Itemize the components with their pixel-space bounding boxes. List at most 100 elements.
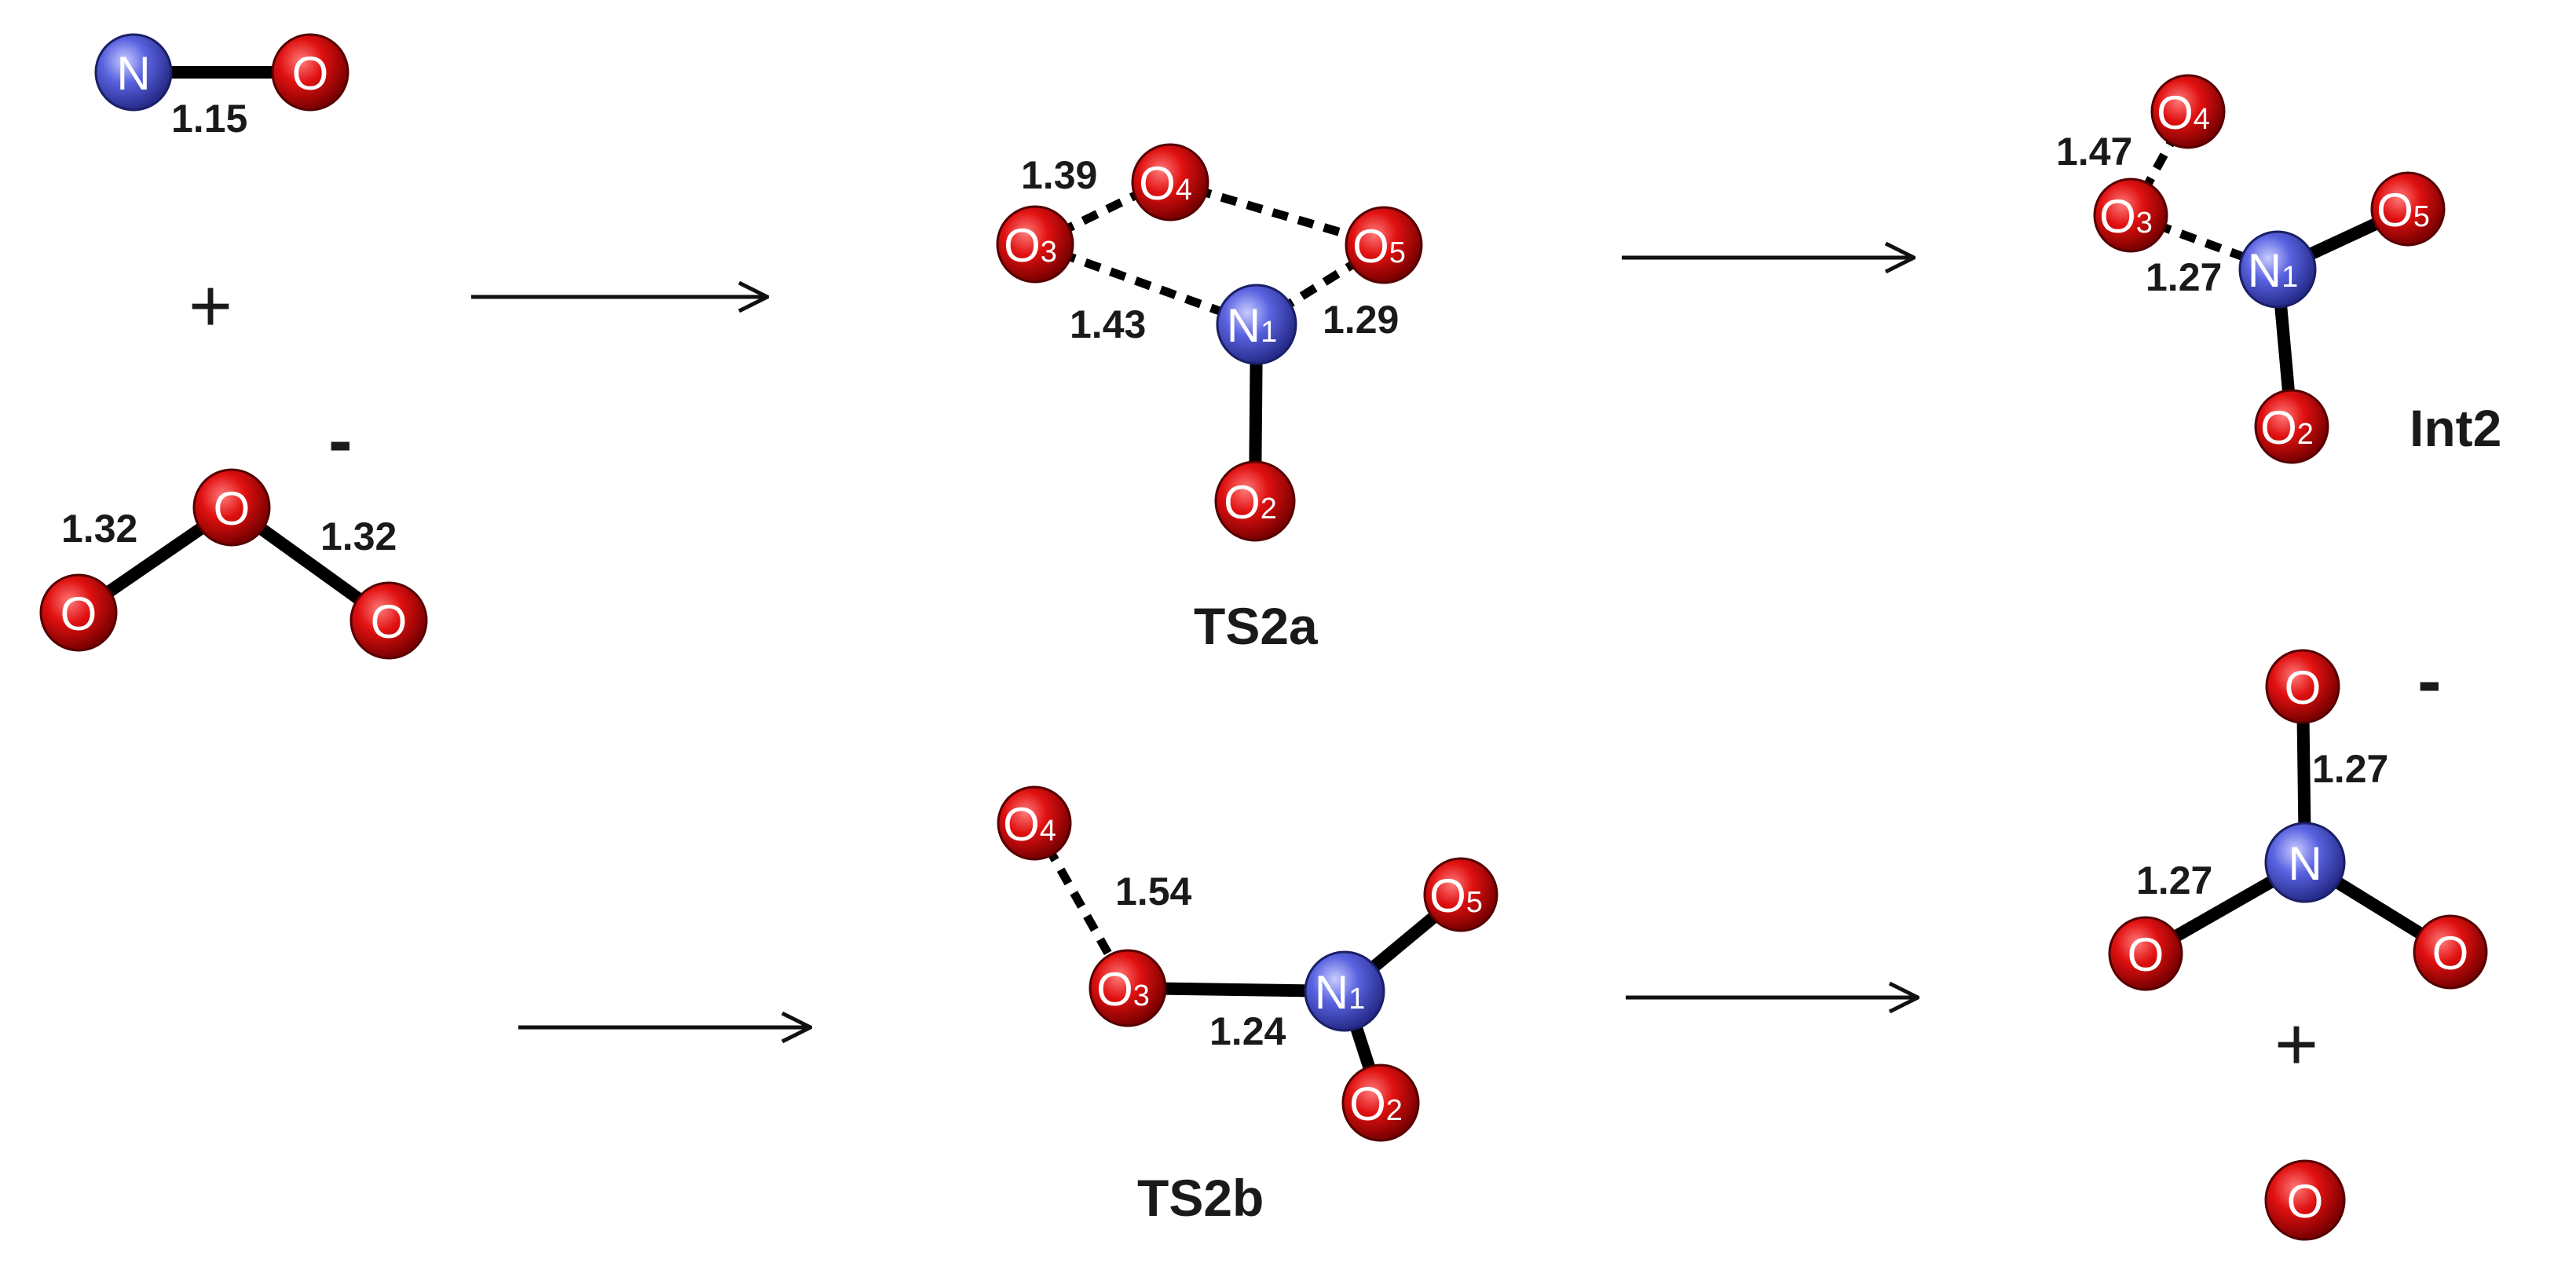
n1-letter: N xyxy=(1227,299,1261,352)
o4-index: 4 xyxy=(2194,103,2210,136)
o5-letter: O xyxy=(2377,184,2413,236)
o3-index: 3 xyxy=(1133,979,1150,1012)
o3-letter: O xyxy=(2099,190,2136,243)
bond-length-o3-o4: 1.39 xyxy=(1021,153,1097,197)
int2-label: Int2 xyxy=(2410,399,2501,457)
atom-o-left: O xyxy=(39,573,118,652)
no-molecule: N O 1.15 xyxy=(94,33,349,141)
charge-minus: - xyxy=(328,401,353,481)
atom-o-top: O xyxy=(2265,649,2340,724)
o3-letter: O xyxy=(1096,963,1133,1016)
svg-text:O3: O3 xyxy=(1096,963,1150,1016)
o2-letter: O xyxy=(2260,401,2297,454)
atom-o2: O2 xyxy=(1214,460,1296,542)
bond-length-right: 1.32 xyxy=(320,514,397,558)
atom-o4: O4 xyxy=(997,785,1072,861)
svg-text:O2: O2 xyxy=(1349,1078,1403,1130)
svg-text:O3: O3 xyxy=(2099,190,2153,243)
atom-o-right: O xyxy=(349,581,428,660)
atom-n-label: N xyxy=(2288,837,2322,890)
svg-text:O5: O5 xyxy=(1352,220,1406,273)
atom-o3: O3 xyxy=(996,205,1074,284)
atom-o-top-label: O xyxy=(214,482,251,535)
n1-letter: N xyxy=(2248,244,2281,297)
oxygen-atom-label: O xyxy=(2287,1175,2324,1228)
bond-length-o5-n1: 1.29 xyxy=(1323,298,1399,342)
bond-length-o3-n1: 1.24 xyxy=(1209,1009,1286,1053)
int2-structure: O4 O3 O5 N1 O2 1.47 1.27 Int2 xyxy=(2056,74,2501,464)
atom-n1: N1 xyxy=(2238,230,2317,309)
ts2a-structure: O4 O3 O5 N1 O2 1.39 1.43 1.29 TS2a xyxy=(996,143,1423,655)
svg-text:O2: O2 xyxy=(1224,476,1277,529)
atom-o4: O4 xyxy=(2150,74,2226,149)
bond-length-o3-n1: 1.27 xyxy=(2146,255,2222,299)
ozone-anion: O O O 1.32 1.32 - xyxy=(39,401,428,660)
bond-o3-o4 xyxy=(2127,109,2192,218)
svg-text:O5: O5 xyxy=(2377,184,2430,236)
svg-text:N1: N1 xyxy=(2248,244,2298,297)
atom-o: O xyxy=(271,33,349,112)
bond-length-left: 1.27 xyxy=(2136,858,2212,902)
svg-text:O4: O4 xyxy=(1003,798,1056,851)
o2-index: 2 xyxy=(1261,492,1277,525)
svg-text:N1: N1 xyxy=(1315,966,1365,1019)
o2-index: 2 xyxy=(2297,418,2314,451)
atom-o-right-label: O xyxy=(371,595,408,648)
o5-letter: O xyxy=(1429,869,1466,922)
atom-o-label: O xyxy=(292,47,329,100)
n1-letter: N xyxy=(1315,966,1348,1019)
atom-n1: N1 xyxy=(1304,950,1385,1032)
atom-o-left-label: O xyxy=(2128,928,2164,981)
atom-n1: N1 xyxy=(1216,284,1297,365)
plus-sign: + xyxy=(188,264,232,348)
svg-text:O4: O4 xyxy=(1139,157,1192,210)
o3-index: 3 xyxy=(1041,236,1057,269)
o2-letter: O xyxy=(1349,1078,1386,1130)
atom-o3: O3 xyxy=(2093,178,2168,253)
bond-length-o3-n1: 1.43 xyxy=(1070,302,1146,346)
svg-text:N1: N1 xyxy=(1227,299,1277,352)
atom-o2: O2 xyxy=(1341,1064,1420,1142)
atom-n-label: N xyxy=(116,47,150,100)
n1-index: 1 xyxy=(1261,316,1277,349)
atom-o-left: O xyxy=(2108,916,2183,991)
ts2b-label: TS2b xyxy=(1137,1169,1264,1227)
o5-index: 5 xyxy=(1389,236,1406,269)
atom-o5: O5 xyxy=(2370,171,2446,247)
svg-text:O2: O2 xyxy=(2260,401,2314,454)
ts2b-structure: O4 O3 O5 N1 O2 1.54 1.24 TS2b xyxy=(997,785,1498,1227)
o4-index: 4 xyxy=(1040,815,1056,848)
plus-sign-2: + xyxy=(2274,1002,2318,1086)
n1-index: 1 xyxy=(2281,261,2298,294)
o2-index: 2 xyxy=(1386,1094,1403,1127)
atom-o-right-label: O xyxy=(2432,927,2469,979)
o4-letter: O xyxy=(1003,798,1040,851)
o4-index: 4 xyxy=(1176,174,1192,207)
o5-index: 5 xyxy=(2413,200,2430,233)
atom-o-left-label: O xyxy=(60,588,97,640)
atom-o5: O5 xyxy=(1423,857,1498,932)
svg-text:O5: O5 xyxy=(1429,869,1483,922)
bond-length-top: 1.27 xyxy=(2312,747,2388,791)
atom-n: N xyxy=(94,33,173,112)
o2-letter: O xyxy=(1224,476,1261,529)
o4-letter: O xyxy=(2157,86,2194,139)
atom-o2: O2 xyxy=(2254,389,2329,464)
n1-index: 1 xyxy=(1348,983,1365,1016)
atom-o4: O4 xyxy=(1131,143,1209,221)
bond-length-n-o: 1.15 xyxy=(171,97,247,141)
atom-o-top-label: O xyxy=(2285,661,2322,714)
nitrate-anion: O N O O 1.27 1.27 - xyxy=(2108,641,2488,991)
oxygen-atom: O xyxy=(2264,1159,2346,1241)
o3-index: 3 xyxy=(2136,207,2153,240)
bond-length-o3-o4: 1.47 xyxy=(2056,130,2132,174)
bond-length-left: 1.32 xyxy=(61,507,137,551)
charge-minus: - xyxy=(2417,641,2442,721)
o5-letter: O xyxy=(1352,220,1389,273)
o5-index: 5 xyxy=(1466,886,1483,919)
atom-o3: O3 xyxy=(1089,949,1167,1027)
o4-letter: O xyxy=(1139,157,1176,210)
o3-letter: O xyxy=(1004,219,1041,272)
atom-o-top: O xyxy=(192,468,271,547)
